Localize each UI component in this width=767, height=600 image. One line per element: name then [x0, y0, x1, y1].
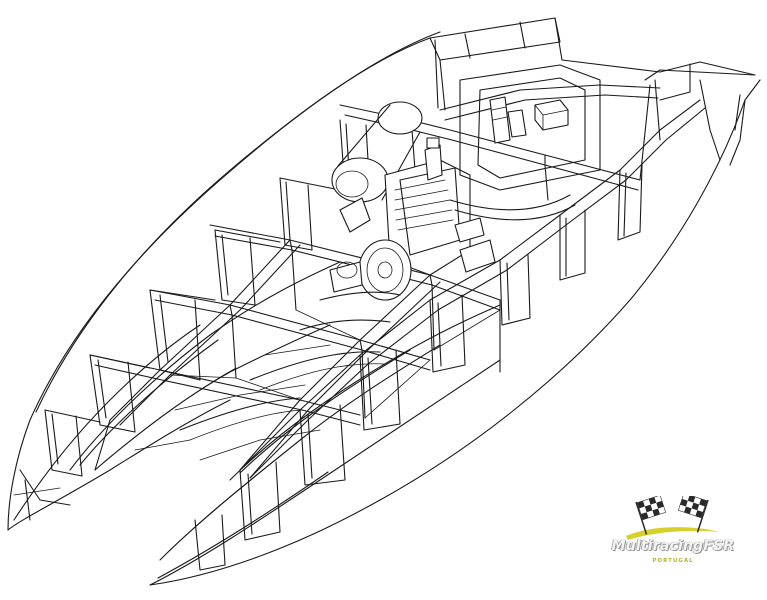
checkered-flag-icon [635, 494, 667, 535]
stern-frame [429, 17, 756, 161]
brand-subtext: PORTUGAL [652, 558, 694, 564]
brand-text: MultiracingFSR [611, 538, 735, 554]
left-hull [7, 31, 441, 531]
engine-assembly [329, 101, 496, 301]
swoosh-icon [626, 527, 720, 540]
tunnel-floor [134, 291, 401, 461]
checkered-flag-icon [677, 492, 709, 533]
right-hull [149, 69, 761, 586]
brand-logo: MultiracingFSR PORTUGAL [608, 492, 738, 576]
radio-compartment [449, 64, 601, 221]
